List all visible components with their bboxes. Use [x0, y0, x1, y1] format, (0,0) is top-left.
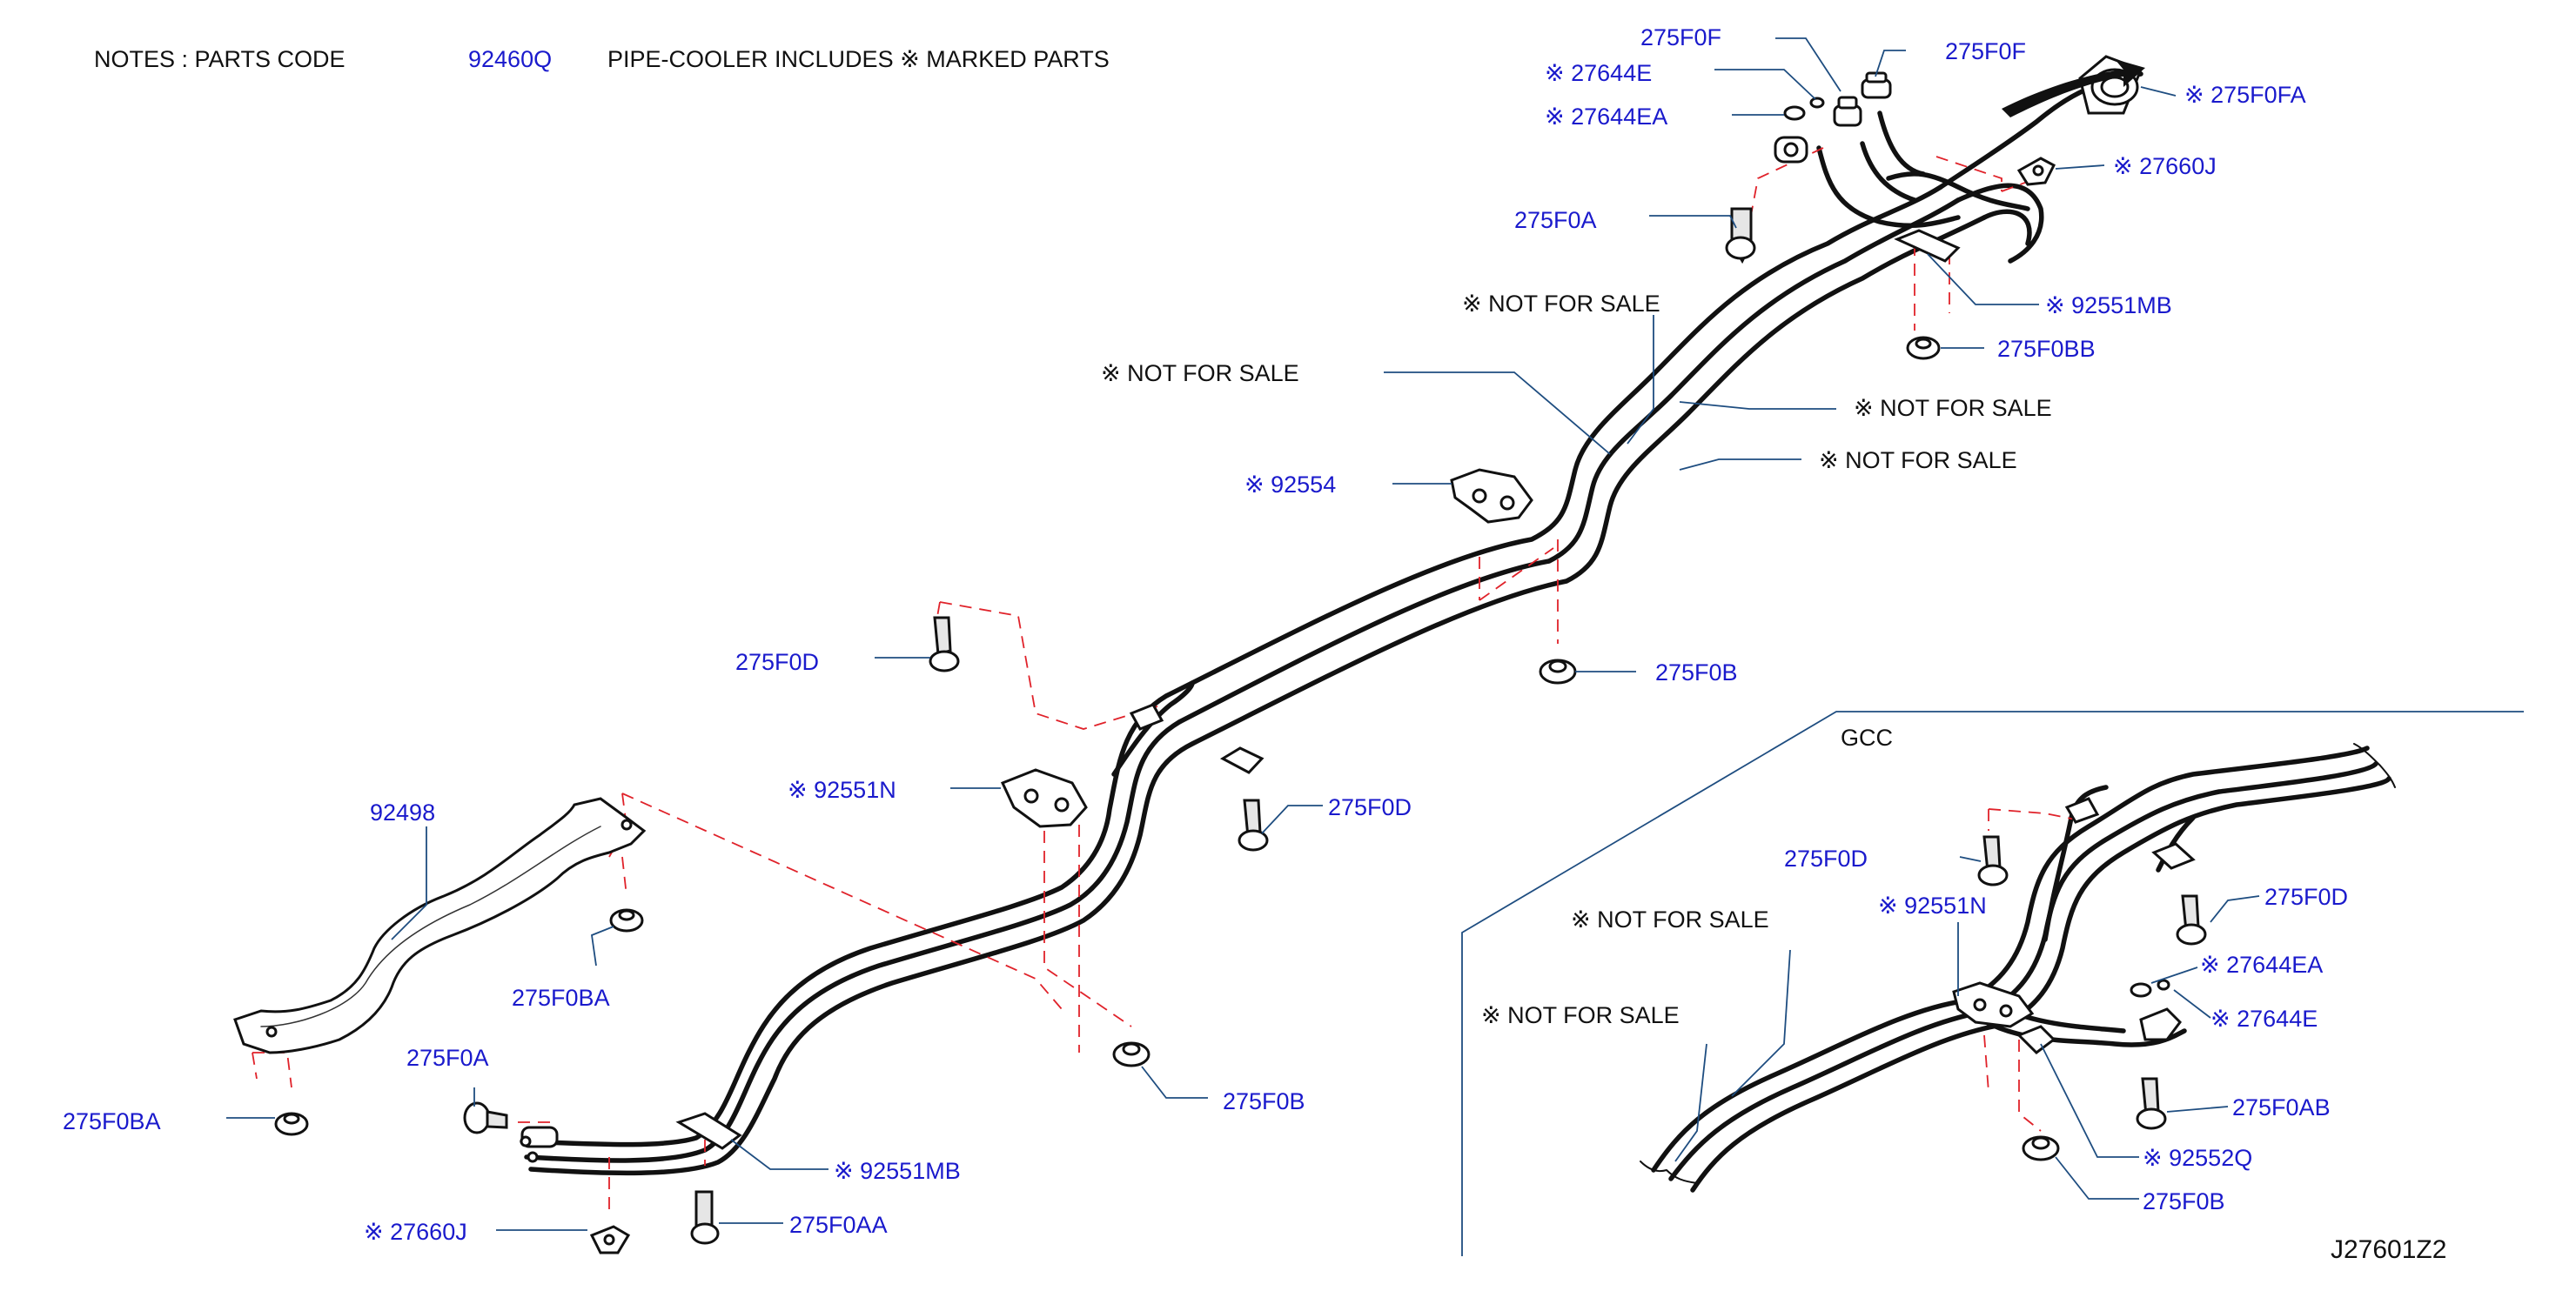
label-92551mb-bottom: ※ 92551MB	[834, 1158, 961, 1184]
label-275f0b-low: 275F0B	[1223, 1088, 1305, 1114]
notes-line: NOTES : PARTS CODE 92460Q PIPE-COOLER IN…	[94, 46, 1110, 72]
clip-92551mb-top-icon	[1894, 229, 1961, 263]
grommet-275f0b-mid-icon	[1539, 659, 1577, 685]
notes-prefix: NOTES : PARTS CODE	[94, 46, 345, 72]
gcc-clip-upper-icon	[2151, 842, 2196, 870]
gcc-inset: GCC	[1461, 711, 2524, 1256]
bolt-275f0a-top-icon	[1725, 207, 1756, 264]
label-gcc-275f0b: 275F0B	[2143, 1188, 2225, 1214]
bolt-275f0d-upper-icon	[929, 616, 960, 672]
label-275f0ba-upper: 275F0BA	[512, 985, 610, 1011]
label-gcc-92552q: ※ 92552Q	[2143, 1145, 2252, 1171]
gcc-oring-27644ea-icon	[2130, 982, 2152, 998]
label-27660j-bottom: ※ 27660J	[364, 1219, 467, 1245]
label-275f0a-bottom: 275F0A	[406, 1045, 489, 1071]
label-92554: ※ 92554	[1244, 472, 1336, 498]
bracket-92551n-icon	[1000, 768, 1088, 828]
label-275f0a-top: 275F0A	[1514, 207, 1597, 233]
label-gcc-92551n: ※ 92551N	[1878, 893, 1987, 919]
bolt-275f0d-mid-icon	[1238, 799, 1269, 852]
bolt-275f0a-bottom-icon	[463, 1101, 508, 1134]
label-gcc-275f0d-2: 275F0D	[2264, 884, 2348, 910]
gcc-frame	[1461, 711, 2524, 1256]
grommet-275f0ba-lower-icon	[274, 1112, 309, 1136]
clip-mid-icon	[1219, 746, 1265, 774]
label-275f0d-mid: 275F0D	[1328, 794, 1412, 820]
clip-27660j-bottom-icon	[589, 1225, 631, 1254]
clip-27660j-top-icon	[2016, 157, 2056, 186]
label-275f0bb: 275F0BB	[1997, 336, 2096, 362]
gcc-title: GCC	[1841, 725, 1893, 751]
bolt-275f0aa-icon	[690, 1190, 720, 1245]
gcc-bolt-275f0d-1-icon	[1977, 835, 2009, 886]
gcc-pipes	[1651, 746, 2392, 1193]
gcc-bracket-92551n-icon	[1952, 981, 2035, 1028]
fitting-left-end-icon	[520, 1126, 559, 1163]
heat-shield-92498-icon	[233, 797, 647, 1054]
label-27644e: ※ 27644E	[1545, 60, 1652, 86]
label-gcc-275f0ab: 275F0AB	[2232, 1094, 2331, 1120]
fitting-top-left-icon	[1774, 136, 1808, 164]
label-275f0aa: 275F0AA	[789, 1212, 888, 1238]
oring-27644ea-icon	[1783, 105, 1806, 121]
notes-suffix: PIPE-COOLER INCLUDES ※ MARKED PARTS	[607, 46, 1110, 72]
label-92551n: ※ 92551N	[788, 777, 896, 803]
label-gcc-27644e: ※ 27644E	[2210, 1006, 2318, 1032]
bracket-92554-icon	[1450, 468, 1533, 524]
grommet-275f0b-low-icon	[1112, 1041, 1150, 1067]
clip-92551mb-bottom-icon	[675, 1112, 742, 1150]
label-27644ea: ※ 27644EA	[1545, 104, 1667, 130]
label-275f0d-upper: 275F0D	[735, 649, 819, 675]
label-gcc-nfs-2: ※ NOT FOR SALE	[1481, 1002, 1680, 1028]
grommet-275f0ba-upper-icon	[609, 908, 644, 933]
gcc-grommet-275f0b-icon	[2022, 1135, 2060, 1161]
oring-27644e-icon	[1809, 97, 1825, 109]
label-275f0fa: ※ 275F0FA	[2184, 82, 2306, 108]
label-gcc-27644ea: ※ 27644EA	[2200, 952, 2323, 978]
label-nfs-2: ※ NOT FOR SALE	[1101, 360, 1299, 386]
label-92551mb-top: ※ 92551MB	[2045, 292, 2172, 318]
label-275f0f-left: 275F0F	[1640, 24, 1721, 50]
grommet-275f0bb-icon	[1906, 336, 1941, 360]
clamp-275f0f-left-icon	[1833, 96, 1862, 127]
gcc-fitting-icon	[2139, 1007, 2182, 1041]
label-92498: 92498	[370, 799, 435, 826]
drawing-id: J27601Z2	[2331, 1235, 2446, 1264]
label-nfs-1: ※ NOT FOR SALE	[1462, 291, 1660, 317]
gcc-clip-top-icon	[2064, 797, 2100, 824]
clip-upper-branch-icon	[1129, 703, 1164, 731]
leader-lines	[226, 37, 2260, 1231]
label-275f0b-mid: 275F0B	[1655, 659, 1738, 686]
gcc-bolt-275f0d-2-icon	[2176, 894, 2207, 946]
gcc-oring-27644e-icon	[2157, 979, 2170, 991]
gcc-bolt-275f0ab-icon	[2136, 1077, 2167, 1130]
label-gcc-275f0d-1: 275F0D	[1784, 846, 1868, 872]
label-27660j-top: ※ 27660J	[2113, 153, 2217, 179]
label-275f0ba-lower: 275F0BA	[63, 1108, 161, 1134]
gcc-clip-92552q-icon	[2016, 1025, 2056, 1054]
clamp-275f0f-right-icon	[1861, 71, 1892, 99]
label-nfs-3: ※ NOT FOR SALE	[1854, 395, 2052, 421]
arrow-up-right-icon	[2002, 59, 2145, 117]
label-nfs-4: ※ NOT FOR SALE	[1819, 447, 2017, 473]
label-275f0f-right: 275F0F	[1945, 38, 2026, 64]
label-gcc-nfs-1: ※ NOT FOR SALE	[1571, 906, 1769, 933]
part-labels: 275F0F 275F0F ※ 27644E ※ 27644EA ※ 275F0…	[63, 24, 2446, 1264]
notes-parts-code: 92460Q	[468, 46, 552, 72]
